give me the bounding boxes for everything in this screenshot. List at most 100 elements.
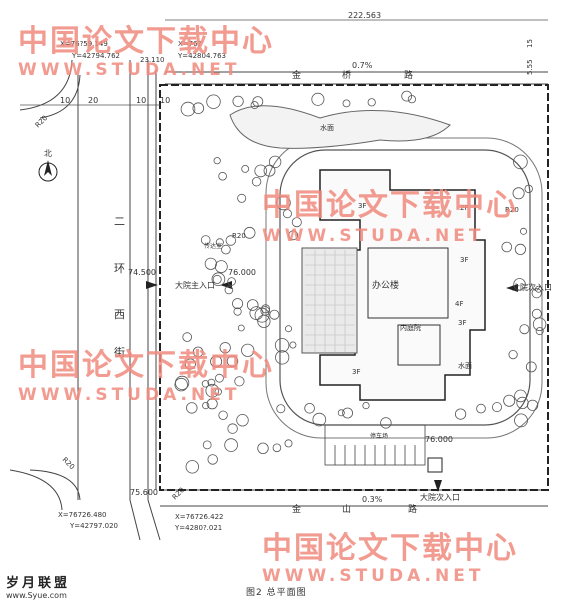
tree-icon xyxy=(204,257,217,270)
tree-icon xyxy=(221,244,231,255)
parking-lot xyxy=(324,424,426,466)
label-pond-2: 水面 xyxy=(458,361,472,370)
coord-bottom-mid-x: X=76726.422 xyxy=(175,513,224,521)
tree-icon xyxy=(232,298,244,310)
tree-icon xyxy=(288,230,299,241)
tree-icon xyxy=(237,193,247,203)
tree-icon xyxy=(337,409,345,417)
tree-icon xyxy=(342,99,351,108)
tree-icon xyxy=(184,358,196,370)
tree-icon xyxy=(272,443,282,453)
coord-top-mid-y: Y=42804.763 xyxy=(177,52,226,60)
tree-icon xyxy=(275,350,290,365)
tree-icon xyxy=(380,417,392,429)
tree-icon xyxy=(263,164,276,177)
road-north-char-2: 桥 xyxy=(342,69,351,81)
north-label: 北 xyxy=(44,149,52,158)
dim-top-width: 222.563 xyxy=(348,11,381,20)
tree-icon xyxy=(532,317,547,331)
road-west-char-3: 西 xyxy=(114,308,125,321)
tree-icon xyxy=(186,402,198,414)
tree-icon xyxy=(207,378,216,387)
elev-south-corner: 75.600 xyxy=(130,488,158,497)
elev-south-entrance: 76.000 xyxy=(425,435,453,444)
coord-top-mid-x: X=76? xyxy=(178,40,202,48)
tree-icon xyxy=(211,272,226,287)
road-west-char-4: 街 xyxy=(114,345,125,359)
tree-icon xyxy=(214,373,224,383)
tree-icon xyxy=(234,376,245,387)
tree-icon xyxy=(284,325,292,333)
tree-icon xyxy=(274,338,290,353)
coord-top-left-x: X=76?59.149 xyxy=(60,40,108,48)
tree-icon xyxy=(407,95,416,104)
tree-icon xyxy=(268,155,282,169)
tree-icon xyxy=(476,403,486,414)
label-guard-house: 传达室 xyxy=(204,242,222,250)
tree-icon xyxy=(233,307,242,316)
tree-icon xyxy=(227,423,238,434)
tree-icon xyxy=(513,154,528,170)
road-south-char-3: 路 xyxy=(408,503,417,515)
tree-icon xyxy=(174,377,188,392)
tree-icon xyxy=(243,226,256,239)
coord-bottom-left-y: Y=42797.020 xyxy=(69,522,118,530)
tree-icon xyxy=(260,306,271,316)
tree-icon xyxy=(535,327,544,336)
road-south-char-2: 山 xyxy=(342,504,351,515)
tree-icon xyxy=(508,349,518,360)
tree-icon xyxy=(516,396,529,409)
tree-icon xyxy=(291,217,302,228)
tree-icon xyxy=(282,209,292,219)
tree-icon xyxy=(513,278,526,291)
tree-icon xyxy=(202,401,210,410)
tree-icon xyxy=(224,438,238,452)
tree-icon xyxy=(514,243,527,255)
dim-setback-4: 10 xyxy=(160,96,170,105)
tree-icon xyxy=(180,101,196,117)
label-3f-a: 3F xyxy=(358,202,366,210)
tree-icon xyxy=(185,460,200,474)
central-hall xyxy=(367,247,449,319)
coord-bottom-left-x: X=76726.480 xyxy=(58,511,107,519)
dim-setback-2: 20 xyxy=(88,96,98,105)
tree-icon xyxy=(249,306,264,321)
label-office-building: 办公楼 xyxy=(372,279,399,291)
tree-icon xyxy=(367,98,376,107)
tree-icon xyxy=(531,288,542,299)
tree-icon xyxy=(304,402,315,414)
label-main-entrance: 大院主入口 xyxy=(175,280,215,290)
tree-icon xyxy=(491,402,502,413)
landscape-trees xyxy=(174,90,547,474)
label-2f: 2F xyxy=(460,204,468,212)
tree-icon xyxy=(246,299,259,311)
tree-icon xyxy=(227,277,236,286)
road-west-char-2: 环 xyxy=(114,262,125,275)
tree-icon xyxy=(218,171,227,181)
tree-icon xyxy=(182,332,193,342)
label-east-entrance: 大院次入口 xyxy=(512,282,552,292)
tree-icon xyxy=(219,342,231,354)
elev-entrance: 76.000 xyxy=(228,268,256,277)
site-logo-url: www.Syue.com xyxy=(6,591,67,600)
tree-icon xyxy=(205,383,220,398)
label-pond: 水面 xyxy=(320,123,334,132)
tree-icon xyxy=(232,95,244,107)
tree-icon xyxy=(535,285,543,293)
label-3f-c: 3F xyxy=(458,319,466,327)
tree-icon xyxy=(218,410,228,421)
tree-icon xyxy=(519,324,530,335)
tree-icon xyxy=(241,343,255,357)
coord-top-left-y: Y=42794.762 xyxy=(71,52,120,60)
tree-icon xyxy=(257,442,269,455)
radius-right: R20 xyxy=(505,206,519,214)
tree-icon xyxy=(514,413,528,428)
slope-top: 0.7% xyxy=(352,61,373,70)
tree-icon xyxy=(241,164,250,173)
road-south-char-1: 金 xyxy=(292,503,301,515)
road-west-char-1: 二 xyxy=(114,215,125,228)
tree-icon xyxy=(192,346,204,358)
inner-yard xyxy=(397,324,441,366)
radius-bottom-mid: R20 xyxy=(171,486,186,501)
tree-icon xyxy=(454,408,467,420)
